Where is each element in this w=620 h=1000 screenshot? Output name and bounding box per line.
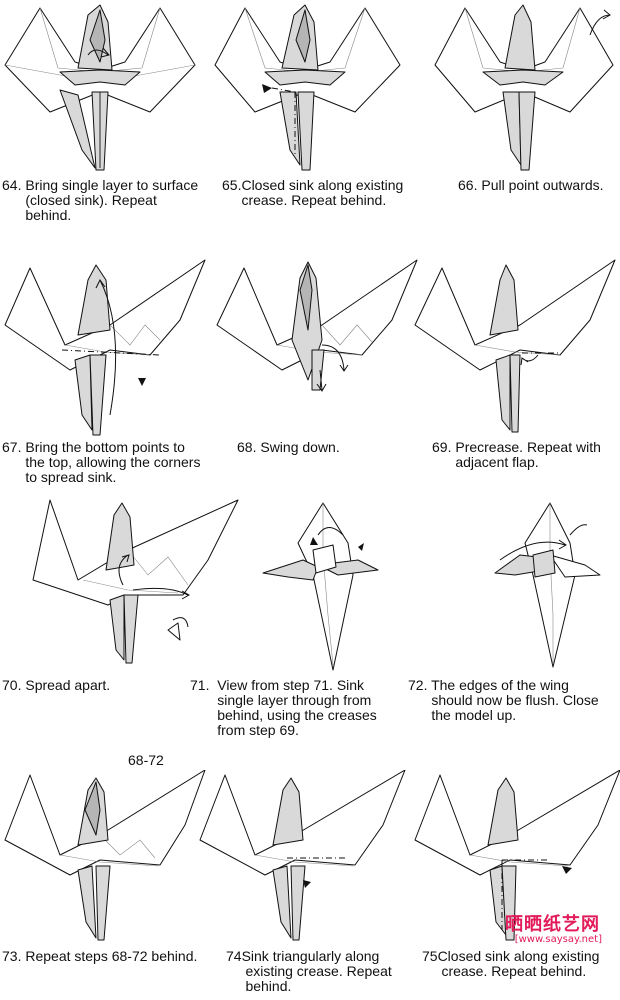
step-67-diagram [0, 250, 215, 440]
step-64-diagram [0, 0, 205, 175]
step-65-caption: 65.Closed sink along existing crease. Re… [222, 177, 404, 208]
step-72-diagram [475, 495, 610, 675]
step-66-caption: 66. Pull point outwards. [458, 177, 604, 193]
step-70-caption: 70. Spread apart. [2, 677, 111, 693]
step-68-caption: 68. Swing down. [237, 439, 340, 455]
site-watermark-url: [www.saysay.net] [514, 934, 602, 945]
step-73-caption: 73. Repeat steps 68-72 behind. [2, 948, 198, 964]
step-74-caption: 74Sink triangularly along existing creas… [226, 948, 392, 994]
step-71-diagram [258, 495, 393, 675]
step-68-diagram [212, 250, 420, 440]
step-69-caption: 69. Precrease. Repeat with adjacent flap… [432, 439, 601, 470]
step-73-diagram [0, 770, 210, 945]
step-71-caption: 71. View from step 71. Sink single layer… [190, 677, 377, 738]
step-74-diagram [195, 770, 410, 945]
step-69-diagram [410, 250, 620, 440]
step-66-diagram [425, 0, 620, 175]
site-watermark: 晒晒纸艺网 [505, 914, 600, 935]
step-72-caption: 72. The edges of the wing should now be … [408, 677, 599, 723]
step-65-diagram [210, 0, 410, 175]
step-64-caption: 64. Bring single layer to surface (close… [2, 177, 199, 223]
repeat-steps-label: 68-72 [128, 752, 164, 768]
step-75-diagram [410, 770, 620, 945]
step-75-caption: 75Closed sink along existing crease. Rep… [422, 948, 600, 979]
step-70-diagram [28, 495, 243, 670]
step-67-caption: 67. Bring the bottom points to the top, … [2, 439, 201, 485]
